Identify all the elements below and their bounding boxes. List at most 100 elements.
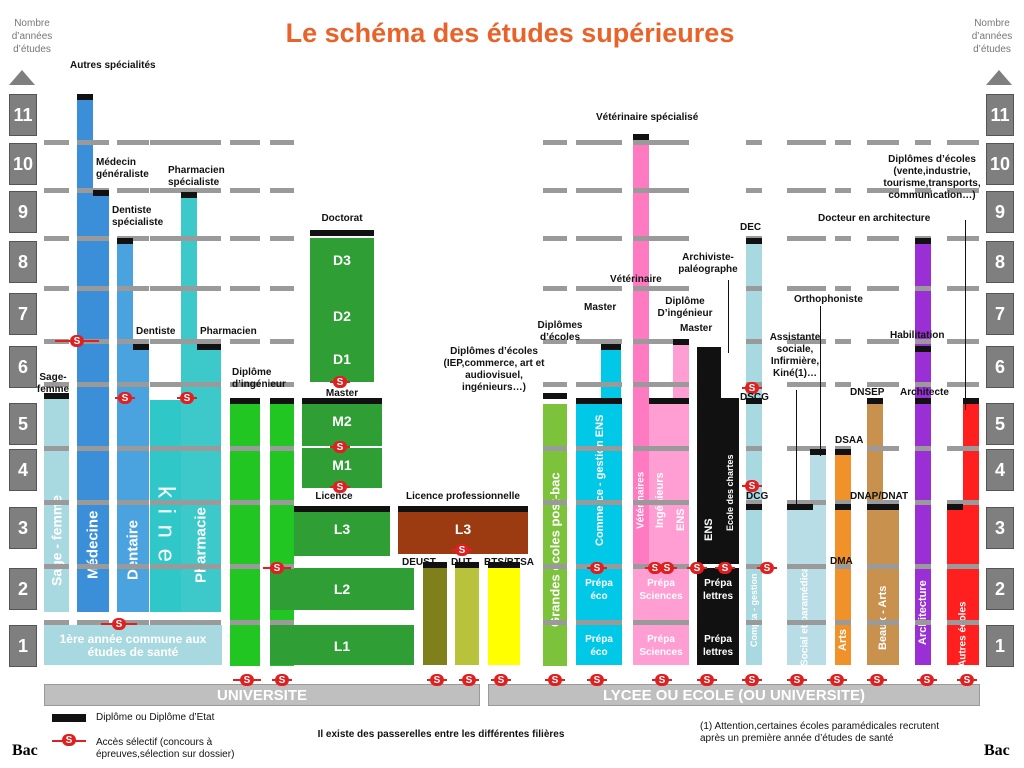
separator xyxy=(787,140,826,145)
separator xyxy=(746,500,762,505)
diploma-mark xyxy=(633,134,649,140)
legend-diplome: Diplôme ou Diplôme d’Etat xyxy=(96,712,215,723)
label-prepa-sciences-2: Prépa Sciences xyxy=(639,634,683,658)
vlabel-compta: Compta - gestion xyxy=(749,573,759,647)
arrow-up-left-icon xyxy=(9,70,35,85)
diploma-mark xyxy=(77,94,93,100)
base-universite: UNIVERSITE xyxy=(44,684,480,706)
diploma-mark xyxy=(883,504,899,510)
separator xyxy=(44,382,69,387)
col-autres-ecoles-2 xyxy=(963,404,979,665)
diploma-mark xyxy=(867,398,883,404)
box-m2 xyxy=(302,404,382,446)
separator xyxy=(746,339,762,344)
separator xyxy=(543,382,567,387)
premiere-annee-box xyxy=(44,625,222,665)
diploma-mark xyxy=(576,398,622,404)
separator xyxy=(746,564,762,569)
vlabel-arts: Arts xyxy=(837,629,849,652)
separator xyxy=(947,620,979,625)
label-l3: L3 xyxy=(333,520,351,537)
separator xyxy=(787,620,826,625)
separator xyxy=(746,446,762,451)
separator xyxy=(270,140,294,145)
year-box-right-1: 1 xyxy=(986,625,1014,667)
diploma-mark xyxy=(649,398,689,404)
box-prepa-eco xyxy=(576,568,622,665)
separator xyxy=(576,500,622,505)
separator xyxy=(270,286,294,291)
separator xyxy=(181,564,221,569)
separator xyxy=(835,236,851,241)
leader-archiviste xyxy=(728,280,729,353)
separator xyxy=(915,620,931,625)
col-bts xyxy=(488,568,520,665)
label-dut: DUT xyxy=(451,557,472,568)
selective-badge: S xyxy=(700,674,714,686)
diploma-mark xyxy=(601,344,621,350)
separator xyxy=(576,236,622,241)
year-box-right-7: 7 xyxy=(986,293,1014,335)
selective-badge: S xyxy=(548,674,562,686)
separator xyxy=(787,446,826,451)
diploma-mark xyxy=(294,506,390,512)
separator xyxy=(633,188,689,193)
separator xyxy=(117,339,149,344)
separator xyxy=(230,140,260,145)
col-ingenieur-1 xyxy=(230,404,260,666)
separator xyxy=(44,446,69,451)
separator xyxy=(44,620,69,625)
separator xyxy=(44,286,69,291)
diploma-mark xyxy=(398,506,528,512)
col-kine xyxy=(150,400,182,612)
selective-badge: S xyxy=(112,618,126,630)
legend-selective-badge: S xyxy=(62,734,76,746)
separator xyxy=(150,236,182,241)
separator xyxy=(44,188,69,193)
label-dcg: DCG xyxy=(746,491,769,502)
vlabel-ens-2: ENS xyxy=(703,518,715,542)
separator xyxy=(117,188,149,193)
separator xyxy=(787,188,826,193)
box-l3 xyxy=(294,512,390,556)
diploma-mark xyxy=(835,449,851,455)
separator xyxy=(150,500,182,505)
selective-badge: S xyxy=(590,562,604,574)
diploma-mark xyxy=(133,344,149,350)
separator xyxy=(867,140,899,145)
separator xyxy=(867,339,899,344)
label-dscg: DSCG xyxy=(740,392,769,403)
label-master: Master xyxy=(325,388,359,399)
separator xyxy=(77,564,109,569)
base-lycee: LYCEE OU ECOLE (OU UNIVERSITE) xyxy=(488,684,980,706)
label-veterinaire-specialise: Vétérinaire spécialisé xyxy=(596,112,699,123)
separator xyxy=(117,500,149,505)
separator xyxy=(835,500,851,505)
vlabel-social: Social et paramédical xyxy=(799,563,811,667)
selective-badge: S xyxy=(455,544,469,556)
selective-badge: S xyxy=(660,562,674,574)
box-d3 xyxy=(310,238,374,288)
label-l1: L1 xyxy=(333,637,351,654)
separator xyxy=(230,620,260,625)
label-diplomes-ecoles: Diplômes d’écoles xyxy=(537,320,583,343)
separator xyxy=(543,140,567,145)
separator xyxy=(230,236,260,241)
separator xyxy=(181,446,221,451)
diploma-mark xyxy=(915,238,931,244)
bac-left: Bac xyxy=(12,742,38,759)
legend-acces: Accès sélectif (concours à épreuves,séle… xyxy=(96,737,235,760)
separator xyxy=(230,500,260,505)
year-box-left-11: 11 xyxy=(9,94,37,136)
separator xyxy=(633,339,689,344)
diploma-mark xyxy=(270,398,294,404)
selective-badge: S xyxy=(275,674,289,686)
year-box-left-6: 6 xyxy=(9,346,37,388)
separator xyxy=(77,236,109,241)
selective-badge: S xyxy=(333,441,347,453)
separator xyxy=(867,620,899,625)
diploma-mark xyxy=(947,504,963,510)
box-d1 xyxy=(310,342,374,382)
selective-badge: S xyxy=(760,562,774,574)
page-title: Le schéma des études supérieures xyxy=(285,18,735,48)
